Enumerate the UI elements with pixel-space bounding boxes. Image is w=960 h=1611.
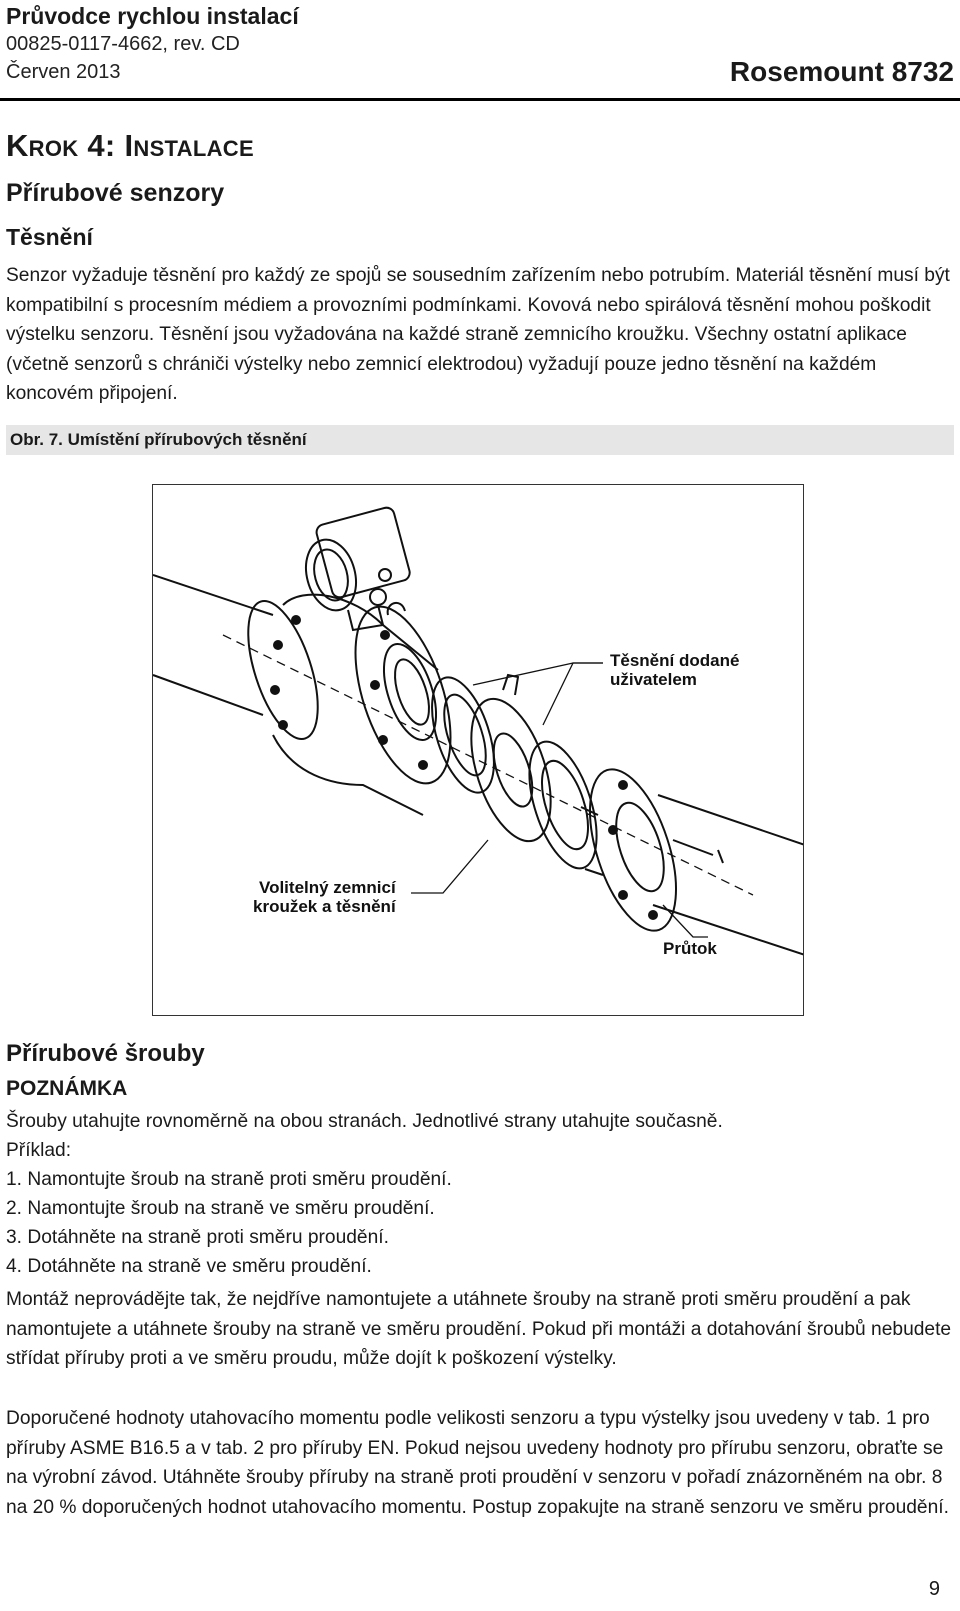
note-line: Příklad: bbox=[6, 1140, 72, 1161]
note-step: 2. Namontujte šroub na straně ve směru p… bbox=[6, 1198, 435, 1219]
document-number: 00825-0117-4662, rev. CD bbox=[6, 33, 240, 55]
step-heading: Krok 4: Instalace bbox=[6, 128, 254, 163]
page-number: 9 bbox=[928, 1578, 940, 1600]
page-header: Průvodce rychlou instalací 00825-0117-46… bbox=[6, 2, 954, 87]
grounding-ring-label: Volitelný zemnicí kroužek a těsnění bbox=[253, 878, 396, 916]
product-name: Rosemount 8732 bbox=[729, 56, 954, 87]
note-label: POZNÁMKA bbox=[6, 1077, 128, 1100]
mounting-paragraph: Montáž neprovádějte tak, že nejdříve nam… bbox=[6, 1289, 952, 1370]
figure-caption: Obr. 7. Umístění přírubových těsnění bbox=[6, 425, 954, 455]
note-block: Šrouby utahujte rovnoměrně na obou stran… bbox=[6, 1107, 952, 1281]
torque-paragraph: Doporučené hodnoty utahovacího momentu p… bbox=[6, 1408, 949, 1518]
guide-title: Průvodce rychlou instalací bbox=[6, 3, 299, 29]
note-step: 1. Namontujte šroub na straně proti směr… bbox=[6, 1169, 452, 1190]
flange-gasket-figure: Těsnění dodané uživatelem Volitelný zemn… bbox=[152, 484, 804, 1016]
gaskets-heading: Těsnění bbox=[6, 224, 93, 250]
flange-gasket-illustration bbox=[153, 506, 803, 956]
user-gasket-label: Těsnění dodané uživatelem bbox=[610, 651, 740, 689]
flange-bolts-heading: Přírubové šrouby bbox=[6, 1040, 205, 1067]
note-step: 4. Dotáhněte na straně ve směru proudění… bbox=[6, 1256, 372, 1277]
note-line: Šrouby utahujte rovnoměrně na obou stran… bbox=[6, 1111, 723, 1132]
document-date: Červen 2013 bbox=[6, 61, 121, 83]
header-divider bbox=[0, 98, 960, 101]
section-heading: Přírubové senzory bbox=[6, 179, 225, 207]
note-step: 3. Dotáhněte na straně proti směru proud… bbox=[6, 1227, 389, 1248]
gaskets-paragraph: Senzor vyžaduje těsnění pro každý ze spo… bbox=[6, 265, 950, 405]
flow-label: Průtok bbox=[663, 939, 717, 958]
